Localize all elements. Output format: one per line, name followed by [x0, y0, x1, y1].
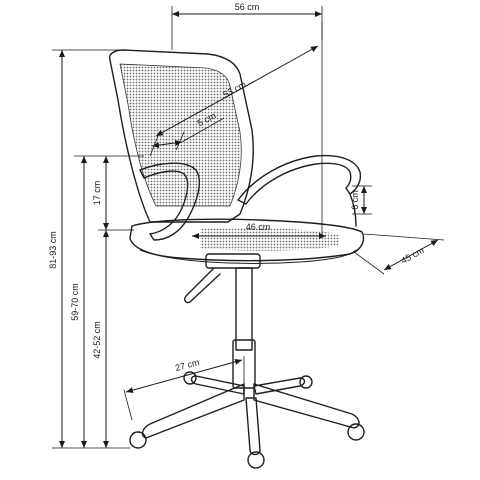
dim-armrest-floor-height-label: 59-70 cm — [70, 283, 80, 321]
seat-underside — [139, 249, 357, 264]
armrest-left — [139, 162, 200, 241]
dim-seat-depth-label: 45 cm — [399, 245, 425, 266]
caster — [347, 423, 365, 441]
backrest-frame — [108, 49, 254, 223]
caster — [247, 451, 265, 469]
dim-overall-height-label: 81-93 cm — [48, 231, 58, 269]
dim-overall-height: 81-93 cm — [48, 49, 130, 449]
dim-seat-height-label: 42-52 cm — [92, 321, 102, 359]
dim-seat-depth: 45 cm — [353, 233, 445, 275]
caster — [183, 371, 197, 385]
caster — [299, 375, 313, 389]
star-base-leg-5 — [190, 375, 245, 395]
dim-armrest-floor-height: 59-70 cm — [70, 155, 144, 448]
armrest-right-support — [349, 193, 357, 227]
star-base-leg-3 — [245, 397, 261, 456]
dim-armrest-thickness: 6 cm — [350, 185, 372, 215]
gas-cylinder — [235, 267, 253, 351]
dim-base-radius: 27 cm — [123, 356, 245, 421]
star-base-leg-4 — [253, 377, 306, 395]
dim-overall-width-label: 56 cm — [235, 2, 260, 12]
star-base — [141, 383, 245, 439]
dim-overall-width: 56 cm — [171, 2, 323, 50]
seat-cushion — [129, 218, 365, 262]
dim-armrest-height-label: 17 cm — [92, 181, 102, 206]
star-base-leg-2 — [253, 383, 360, 429]
dim-seat-width-label: 46 cm — [246, 222, 271, 232]
dim-base-radius-label: 27 cm — [174, 357, 200, 373]
seat-mechanism — [205, 253, 261, 269]
dim-seat-width: 46 cm — [192, 222, 326, 239]
chair-drawing — [108, 49, 365, 469]
height-lever — [184, 267, 221, 304]
dim-seat-height: 42-52 cm — [92, 230, 109, 448]
dim-armrest-thickness-label: 6 cm — [350, 190, 360, 210]
backrest-mesh — [119, 63, 242, 207]
caster — [129, 431, 147, 449]
armrest-right — [237, 154, 362, 205]
dim-armrest-height: 17 cm — [92, 156, 134, 231]
